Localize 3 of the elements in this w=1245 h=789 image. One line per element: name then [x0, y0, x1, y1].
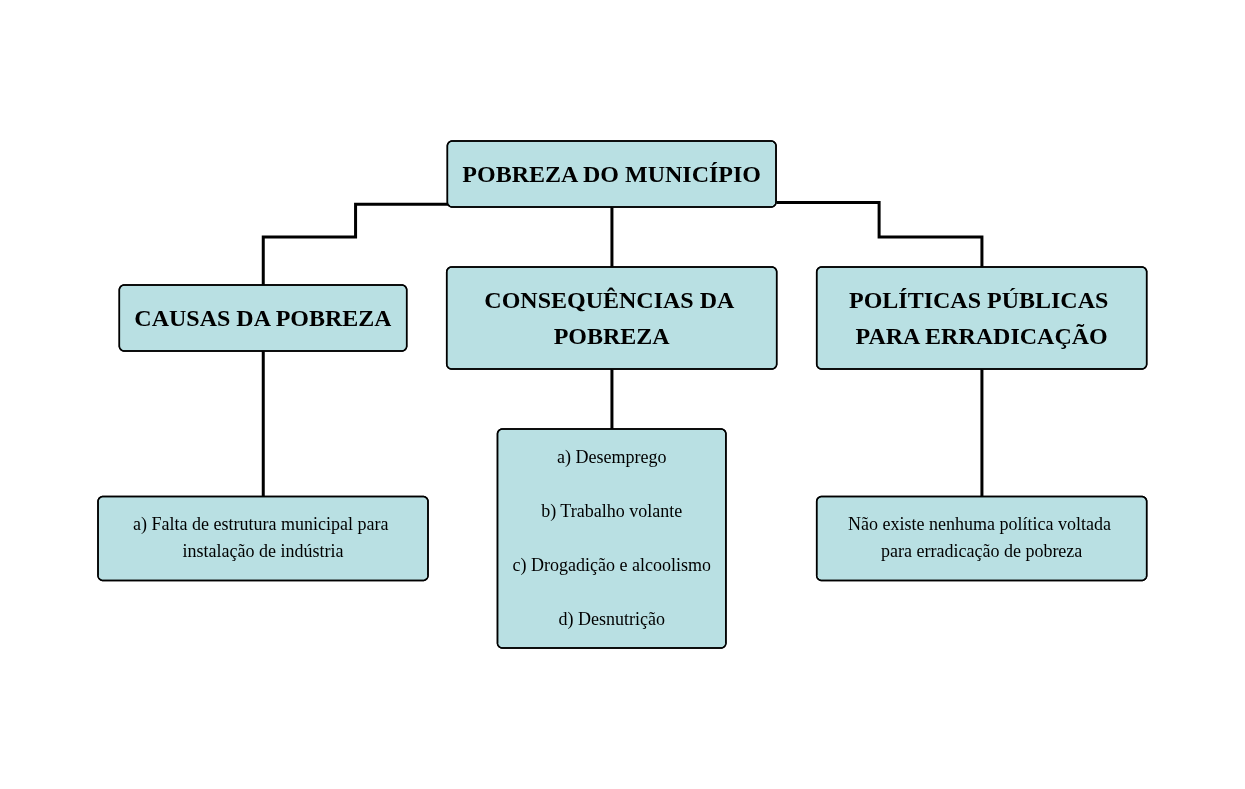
connector — [776, 201, 984, 269]
connector — [261, 202, 449, 287]
connector — [610, 206, 614, 269]
